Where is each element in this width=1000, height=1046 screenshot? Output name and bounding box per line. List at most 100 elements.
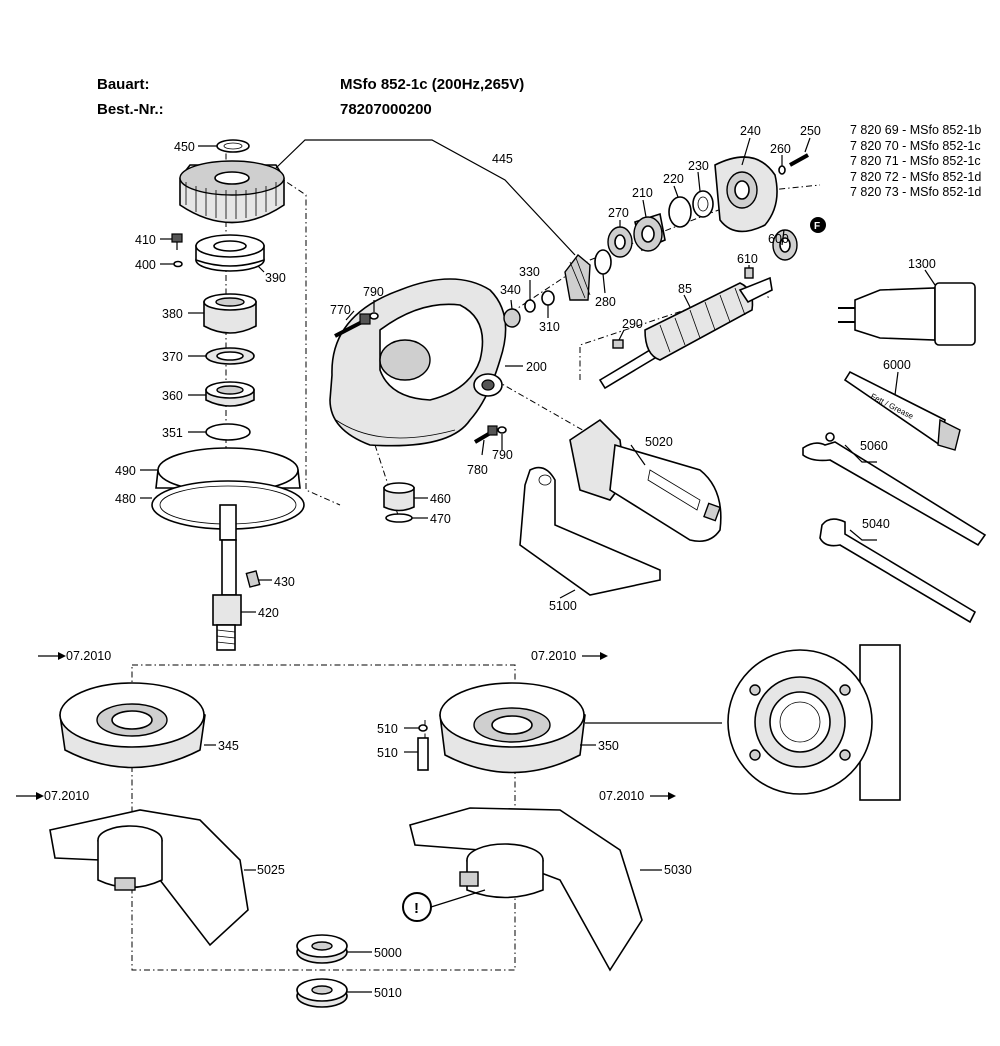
ref-label-3: 07.2010: [44, 789, 89, 803]
armature-85: [598, 276, 773, 390]
callout-450: 450: [174, 140, 195, 154]
circlip-470: [385, 513, 413, 523]
nut-340: [503, 308, 521, 328]
washer-260: [778, 165, 786, 175]
ref-label-2: 07.2010: [531, 649, 576, 663]
ring-230: [692, 190, 714, 218]
screw-410: [171, 233, 183, 250]
callout-350: 350: [598, 739, 619, 753]
bevel-gear-450: [179, 160, 285, 224]
cover-490: [155, 447, 301, 493]
callout-270: 270: [608, 206, 629, 220]
callout-340: 340: [500, 283, 521, 297]
callout-345: 345: [218, 739, 239, 753]
warning-symbol-label: !: [414, 900, 419, 917]
ring-220: [668, 196, 692, 228]
callout-600: 600: [768, 232, 789, 246]
callout-1300: 1300: [908, 257, 936, 271]
callout-5000: 5000: [374, 946, 402, 960]
callout-5020: 5020: [645, 435, 673, 449]
bracket-5100: [519, 466, 661, 596]
bestnr-label: Best.-Nr.:: [97, 101, 164, 118]
callout-5040: 5040: [862, 517, 890, 531]
callout-290: 290: [622, 317, 643, 331]
bearing-210: [633, 212, 666, 252]
ring-360: [205, 381, 255, 407]
screw-780: [473, 425, 498, 444]
flange-nut-5010: [296, 978, 348, 1008]
callout-220: 220: [663, 172, 684, 186]
bearing-flange-240: [714, 156, 778, 233]
variant-item: 7 820 69 - MSfo 852-1b: [850, 123, 982, 137]
variant-item: 7 820 73 - MSfo 852-1d: [850, 185, 982, 200]
variant-item: 7 820 71 - MSfo 852-1c: [850, 154, 981, 169]
callout-5100: 5100: [549, 599, 577, 613]
guard-5030: [409, 807, 643, 972]
callout-260: 260: [770, 142, 791, 156]
flange-top-view: [727, 644, 901, 801]
flange-350: [439, 682, 586, 774]
callout-460: 460: [430, 492, 451, 506]
callout-510-screw: 510: [377, 746, 398, 760]
ring-370: [205, 347, 255, 365]
sleeve-460: [383, 482, 415, 512]
callout-250: 250: [800, 124, 821, 138]
callout-480: 480: [115, 492, 136, 506]
callout-5060: 5060: [860, 439, 888, 453]
callout-200: 200: [526, 360, 547, 374]
warning-symbol: !: [402, 889, 486, 922]
callout-445: 445: [492, 152, 513, 166]
pinion-445: [564, 253, 591, 301]
callout-430: 430: [274, 575, 295, 589]
screw-770: [334, 313, 371, 338]
washer-790-bottom: [497, 426, 507, 434]
ball-bearing-380: [203, 293, 257, 334]
callout-labels: 450 410 400 390 380 370 360 351 490 480 …: [44, 124, 936, 1000]
callout-780: 780: [467, 463, 488, 477]
washer-310: [541, 290, 555, 306]
callout-790-top: 790: [363, 285, 384, 299]
callout-410: 410: [135, 233, 156, 247]
callout-230: 230: [688, 159, 709, 173]
wrench-5060: [802, 432, 987, 547]
ring-280: [594, 249, 612, 275]
gear-housing-200: [329, 278, 507, 447]
o-ring-351: [205, 423, 251, 441]
ref-arrows: [16, 652, 676, 800]
flange-345: [59, 682, 206, 769]
handle-5020: [569, 418, 722, 543]
flange-nut-5000: [296, 934, 348, 964]
callout-5025: 5025: [257, 863, 285, 877]
leader-lines: [140, 137, 936, 993]
spindle-420: [212, 504, 242, 651]
callout-790-bottom: 790: [492, 448, 513, 462]
flange-390: [195, 234, 265, 272]
grease-symbol: F: [810, 217, 826, 233]
callout-280: 280: [595, 295, 616, 309]
callout-380: 380: [162, 307, 183, 321]
plug-1300: [838, 282, 976, 346]
callout-330: 330: [519, 265, 540, 279]
ref-label-1: 07.2010: [66, 649, 111, 663]
callout-360: 360: [162, 389, 183, 403]
key-290: [612, 339, 624, 349]
callout-390: 390: [265, 271, 286, 285]
variant-item: 7 820 72 - MSfo 852-1d: [850, 169, 982, 184]
screw-510: [417, 737, 429, 771]
bearing-270: [607, 226, 633, 258]
callout-5030: 5030: [664, 863, 692, 877]
callout-370: 370: [162, 350, 183, 364]
washer-330: [524, 299, 536, 313]
screw-250: [789, 153, 809, 167]
washer-510: [418, 724, 428, 732]
callout-351: 351: [162, 426, 183, 440]
callout-400: 400: [135, 258, 156, 272]
washer-790-top: [369, 312, 379, 320]
wrench-5040: [819, 518, 977, 624]
callout-5010: 5010: [374, 986, 402, 1000]
bauart-value: MSfo 852-1c (200Hz,265V): [340, 76, 525, 93]
callout-470: 470: [430, 512, 451, 526]
callout-210: 210: [632, 186, 653, 200]
washer-400: [173, 260, 183, 268]
callout-310: 310: [539, 320, 560, 334]
